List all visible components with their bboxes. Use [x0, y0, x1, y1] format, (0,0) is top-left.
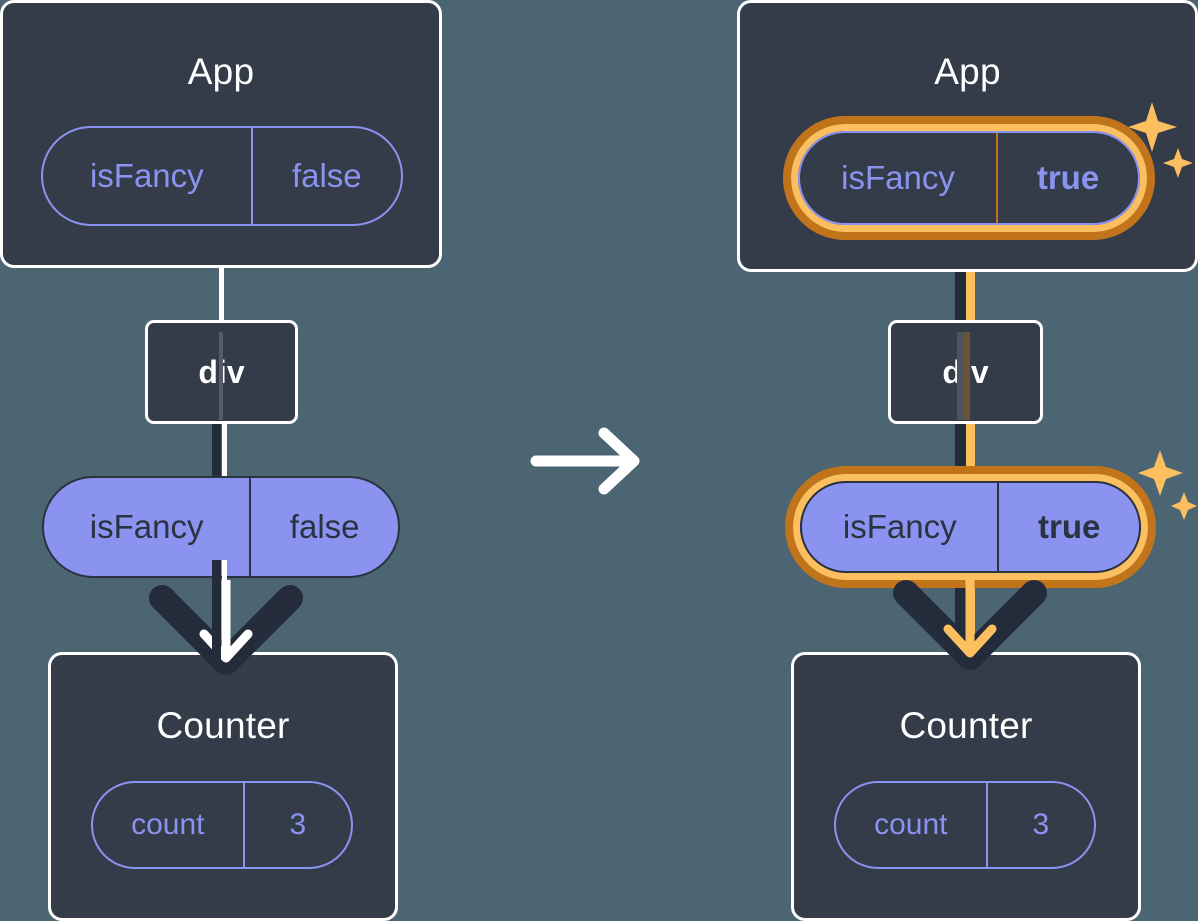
connector-prop-to-counter-left-white [222, 560, 227, 660]
connector-div-to-prop-left-white [222, 418, 227, 490]
prop-pill-name-left: isFancy [89, 508, 204, 545]
app-title-left: App [187, 51, 255, 92]
app-state-pill-name-left: isFancy [89, 157, 204, 194]
counter-state-pill-right[interactable]: count 3 [834, 781, 1096, 869]
connector-through-div-right-orange [963, 332, 970, 420]
sparkle-large [1128, 102, 1177, 152]
prop-pill-value-left: false [289, 508, 360, 545]
sparkles-icon-app-right [1128, 100, 1194, 184]
app-state-pill-name-cell-left: isFancy [43, 128, 251, 224]
arrow-head-right [943, 624, 997, 658]
counter-state-pill-name-right: count [874, 808, 948, 841]
connector-through-div-right-dark [957, 332, 963, 420]
connector-app-to-div-right-dark [955, 228, 966, 322]
sparkle-small [1163, 148, 1193, 178]
app-state-pill-value-cell-right: true [996, 133, 1138, 223]
counter-state-pill-value-cell-left: 3 [242, 783, 351, 867]
counter-title-left: Counter [156, 705, 290, 746]
app-state-pill-name-cell-right: isFancy [800, 133, 996, 223]
connector-app-to-div-left [219, 262, 224, 322]
prop-pill-name-cell-right: isFancy [802, 483, 997, 571]
app-state-pill-name-right: isFancy [841, 159, 955, 196]
counter-state-pill-value-left: 3 [289, 808, 307, 841]
connector-div-to-prop-left-dark [212, 418, 221, 490]
connector-app-to-div-right-orange [966, 228, 975, 322]
prop-pill-left[interactable]: isFancy false [42, 476, 400, 578]
prop-pill-value-cell-left: false [249, 478, 398, 576]
prop-pill-value-cell-right: true [997, 483, 1139, 571]
counter-state-pill-value-cell-right: 3 [985, 783, 1094, 867]
connector-prop-to-counter-right-dark [955, 560, 966, 660]
connector-through-div-left [219, 332, 223, 420]
prop-pill-name-right: isFancy [842, 508, 957, 545]
prop-pill-name-cell-left: isFancy [44, 478, 249, 576]
counter-state-pill-value-right: 3 [1032, 808, 1050, 841]
transition-arrow-right-icon [530, 425, 645, 497]
app-state-pill-value-left: false [291, 157, 362, 194]
app-state-pill-left[interactable]: isFancy false [41, 126, 403, 226]
sparkles-icon-prop-right [1138, 448, 1198, 526]
counter-state-pill-left[interactable]: count 3 [91, 781, 353, 869]
app-title-right: App [934, 51, 1001, 92]
sparkle-small [1171, 492, 1197, 520]
prop-pill-right[interactable]: isFancy true [800, 481, 1141, 573]
prop-pill-value-right: true [1038, 508, 1101, 545]
app-state-pill-right[interactable]: isFancy true [798, 131, 1140, 225]
connector-div-to-prop-right-dark [955, 418, 966, 490]
app-state-pill-value-cell-left: false [250, 128, 401, 224]
counter-state-pill-name-cell-right: count [836, 783, 986, 867]
arrow-down-icon-right [884, 573, 1056, 670]
sparkle-large [1138, 450, 1183, 496]
counter-state-pill-name-cell-left: count [93, 783, 243, 867]
counter-state-pill-name-left: count [131, 808, 205, 841]
app-state-pill-value-right: true [1036, 159, 1100, 196]
connector-div-to-prop-right-orange [966, 418, 975, 490]
counter-title-right: Counter [899, 705, 1033, 746]
connector-prop-to-counter-left-dark [212, 560, 221, 660]
